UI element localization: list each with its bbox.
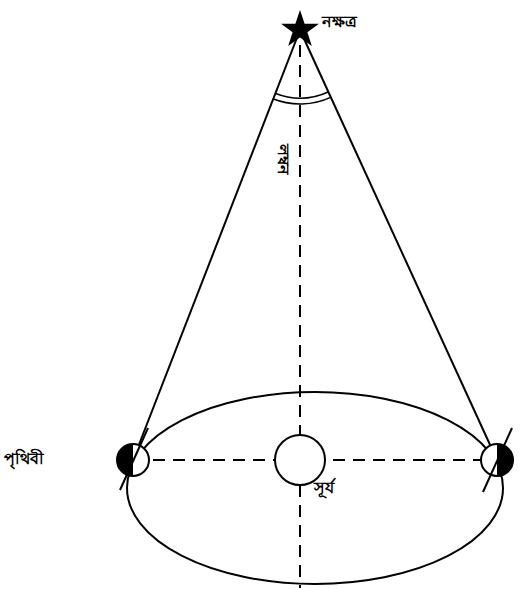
center-dashed-line (299, 45, 301, 588)
star-symbol (281, 10, 319, 46)
parallax-arc (275, 92, 329, 98)
earth-orbit (127, 392, 503, 584)
earth-left (117, 428, 149, 490)
sun-circle (275, 435, 325, 485)
parallax-label: লম্বন (273, 145, 292, 176)
sight-line-right (300, 30, 497, 460)
earth-right (481, 428, 513, 492)
sight-line-left (133, 30, 300, 460)
parallax-arc (273, 97, 331, 104)
earth-label: পৃথিবী (4, 449, 44, 468)
star-label: নক্ষত্র (322, 12, 357, 31)
sun-label: সূর্য (314, 478, 334, 497)
